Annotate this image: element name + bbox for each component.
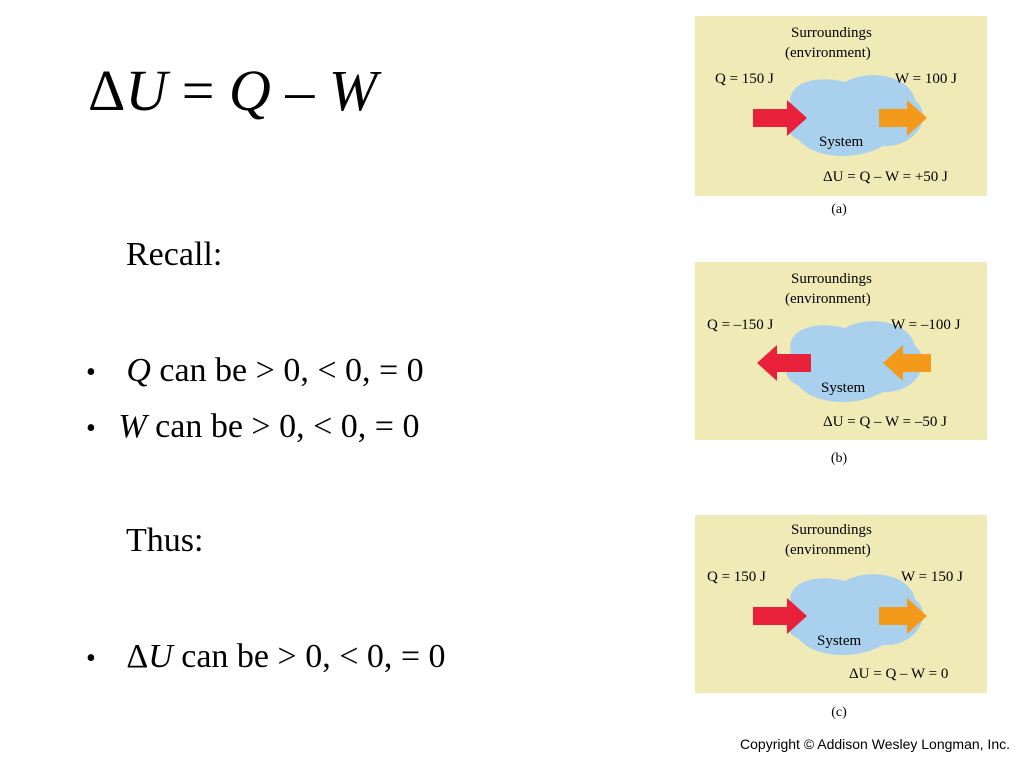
recall-label: Recall:: [126, 236, 223, 273]
delta-symbol: Δ: [88, 58, 126, 123]
surroundings-label: Surroundings: [791, 522, 872, 538]
environment-label: (environment): [785, 291, 871, 307]
eq-equals: =: [181, 58, 215, 123]
work-arrow-out: [879, 100, 927, 136]
heat-value: Q = 150 J: [715, 71, 774, 87]
work-arrow-out: [879, 598, 927, 634]
caption-c: (c): [831, 705, 847, 720]
system-label: System: [817, 633, 862, 649]
delta-u-value: ΔU = Q – W = –50 J: [823, 414, 947, 430]
heat-value: Q = –150 J: [707, 317, 774, 333]
bullet-w-var: W: [118, 408, 147, 445]
eq-q: Q: [228, 58, 271, 123]
bullet-w-text: can be > 0, < 0, = 0: [155, 408, 420, 445]
system-blob: [785, 574, 924, 656]
work-arrow-in: [883, 345, 931, 381]
bullet-du: • ΔU can be > 0, < 0, = 0: [86, 640, 446, 674]
bullet-q: • Q can be > 0, < 0, = 0: [86, 354, 424, 388]
system-label: System: [821, 380, 866, 396]
surroundings-label: Surroundings: [791, 25, 872, 41]
work-value: W = 100 J: [895, 71, 957, 87]
heat-arrow-out: [757, 345, 811, 381]
caption-b: (b): [830, 451, 848, 466]
bullet-marker: •: [86, 357, 96, 388]
system-blob: [785, 321, 924, 403]
work-value: W = 150 J: [901, 569, 963, 585]
system-blob: [785, 75, 924, 157]
heat-value: Q = 150 J: [707, 569, 766, 585]
copyright-notice: Copyright © Addison Wesley Longman, Inc.: [740, 736, 1010, 752]
work-value: W = –100 J: [891, 317, 961, 333]
diagram-panel-a: Surroundings (environment) Q = 150 J W =…: [695, 16, 987, 196]
caption-a: (a): [831, 202, 847, 217]
bullet-du-var: U: [148, 638, 173, 675]
bullet-du-text: can be > 0, < 0, = 0: [181, 638, 446, 675]
delta-u-value: ΔU = Q – W = 0: [849, 666, 949, 682]
eq-w: W: [328, 58, 378, 123]
equation-title: ΔU = Q – W: [88, 62, 377, 120]
bullet-du-delta: Δ: [126, 638, 149, 675]
bullet-q-var: Q: [126, 352, 151, 389]
environment-label: (environment): [785, 45, 871, 61]
diagram-panel-c: Surroundings (environment) Q = 150 J W =…: [695, 515, 987, 693]
bullet-q-text: can be > 0, < 0, = 0: [159, 352, 424, 389]
thus-label: Thus:: [126, 522, 204, 559]
bullet-marker: •: [86, 413, 96, 444]
energy-flow-diagram: [757, 321, 931, 403]
eq-u: U: [125, 58, 168, 123]
surroundings-label: Surroundings: [791, 271, 872, 287]
energy-flow-diagram: [753, 574, 927, 656]
environment-label: (environment): [785, 542, 871, 558]
bullet-marker: •: [86, 643, 96, 674]
system-label: System: [819, 134, 864, 150]
delta-u-value: ΔU = Q – W = +50 J: [823, 169, 948, 185]
energy-flow-diagram: [753, 75, 927, 157]
heat-arrow-in: [753, 598, 807, 634]
diagram-panel-b: Surroundings (environment) Q = –150 J W …: [695, 262, 987, 440]
eq-minus: –: [285, 58, 315, 123]
heat-arrow-in: [753, 100, 807, 136]
bullet-w: • W can be > 0, < 0, = 0: [86, 410, 419, 444]
